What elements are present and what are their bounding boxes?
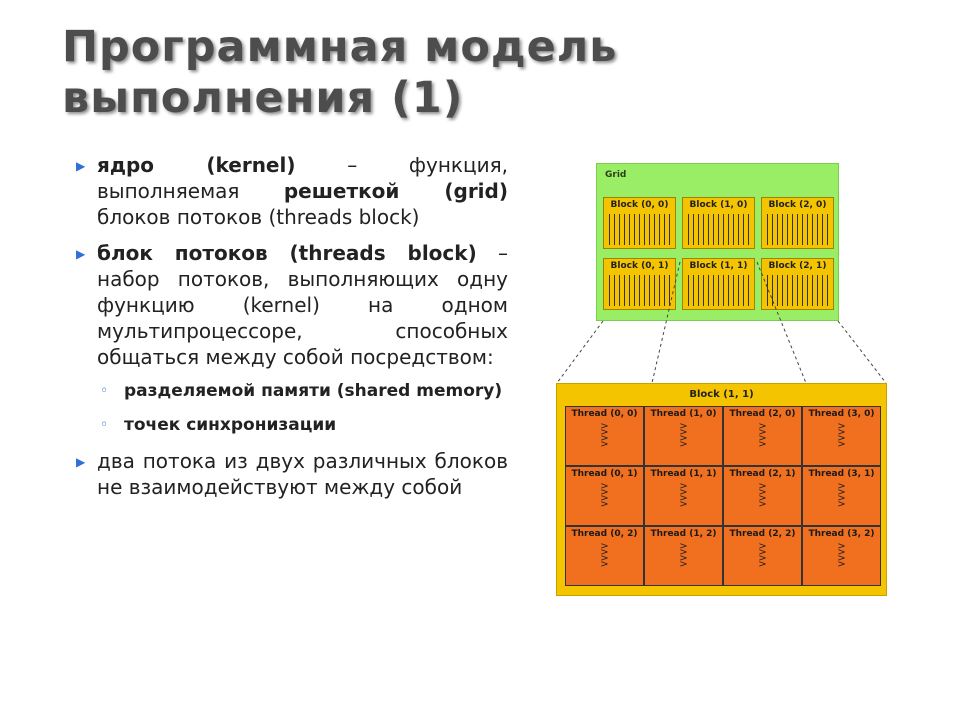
thread-label: Thread (2, 2)	[729, 529, 796, 539]
triangle-bullet-icon: ▶	[76, 159, 86, 173]
thread-zigzag-icon: >>>>	[679, 541, 688, 570]
bullet-text-bold: решеткой (grid)	[283, 179, 508, 203]
bullet-text: два потока из двух различных блоков не в…	[97, 449, 508, 499]
triangle-bullet-icon: ▶	[76, 455, 86, 469]
threads-zigzag-icon	[609, 275, 670, 306]
bullet-text: – функция, выполняемая	[97, 153, 508, 203]
block-detail-label: Block (1, 1)	[689, 389, 754, 400]
block-detail-diagram: Block (1, 1) Thread (0, 0) >>>> Thread (1…	[556, 383, 887, 596]
grid-block: Block (1, 0)	[682, 197, 755, 249]
grid-block-highlighted: Block (1, 1)	[682, 258, 755, 310]
sub-bullet-shared-memory: ◦ разделяемой памяти (shared memory)	[74, 380, 508, 402]
thread-cell: Thread (0, 0) >>>>	[565, 406, 644, 466]
thread-zigzag-icon: >>>>	[837, 421, 846, 450]
thread-label: Thread (2, 1)	[729, 469, 796, 479]
grid-block: Block (0, 1)	[603, 258, 676, 310]
thread-zigzag-icon: >>>>	[837, 481, 846, 510]
grid-diagram: Grid Block (0, 0) Block (1, 0) Block (2,…	[596, 163, 839, 321]
thread-label: Thread (1, 2)	[650, 529, 717, 539]
thread-label: Thread (0, 0)	[571, 409, 638, 419]
thread-cell: Thread (0, 2) >>>>	[565, 526, 644, 586]
thread-label: Thread (3, 0)	[808, 409, 875, 419]
threads-zigzag-icon	[767, 275, 828, 306]
thread-cell: Thread (2, 2) >>>>	[723, 526, 802, 586]
thread-zigzag-icon: >>>>	[600, 421, 609, 450]
thread-cell: Thread (3, 2) >>>>	[802, 526, 881, 586]
bullet-text: – набор потоков, выполняющих одну функци…	[97, 241, 508, 369]
thread-zigzag-icon: >>>>	[679, 481, 688, 510]
sub-bullet-sync-points: ◦ точек синхронизации	[74, 414, 508, 436]
ring-bullet-icon: ◦	[100, 383, 109, 399]
thread-cell: Thread (3, 0) >>>>	[802, 406, 881, 466]
thread-label: Thread (2, 0)	[729, 409, 796, 419]
thread-cell: Thread (1, 0) >>>>	[644, 406, 723, 466]
sub-bullet-text: точек синхронизации	[124, 415, 337, 435]
bullet-kernel: ▶ ядро (kernel) – функция, выполняемая р…	[74, 152, 508, 230]
grid-block: Block (2, 0)	[761, 197, 834, 249]
threads-zigzag-icon	[609, 214, 670, 245]
grid-label: Grid	[605, 170, 627, 180]
grid-block: Block (0, 0)	[603, 197, 676, 249]
triangle-bullet-icon: ▶	[76, 247, 86, 261]
grid-block-label: Block (2, 0)	[768, 200, 827, 210]
thread-label: Thread (0, 1)	[571, 469, 638, 479]
thread-zigzag-icon: >>>>	[758, 421, 767, 450]
grid-block-label: Block (2, 1)	[768, 261, 827, 271]
thread-label: Thread (1, 1)	[650, 469, 717, 479]
thread-cell: Thread (2, 0) >>>>	[723, 406, 802, 466]
thread-zigzag-icon: >>>>	[600, 541, 609, 570]
threads-zigzag-icon	[688, 275, 749, 306]
thread-cell: Thread (3, 1) >>>>	[802, 466, 881, 526]
thread-label: Thread (3, 1)	[808, 469, 875, 479]
thread-zigzag-icon: >>>>	[679, 421, 688, 450]
thread-cell: Thread (2, 1) >>>>	[723, 466, 802, 526]
thread-label: Thread (1, 0)	[650, 409, 717, 419]
bullet-no-interaction: ▶ два потока из двух различных блоков не…	[74, 448, 508, 500]
thread-zigzag-icon: >>>>	[837, 541, 846, 570]
thread-zigzag-icon: >>>>	[600, 481, 609, 510]
bullet-threads-block: ▶ блок потоков (threads block) – набор п…	[74, 240, 508, 370]
grid-block-label: Block (1, 1)	[689, 261, 748, 271]
thread-cell: Thread (1, 2) >>>>	[644, 526, 723, 586]
thread-label: Thread (3, 2)	[808, 529, 875, 539]
grid-block: Block (2, 1)	[761, 258, 834, 310]
thread-zigzag-icon: >>>>	[758, 481, 767, 510]
bullet-text: блоков потоков (threads block)	[97, 205, 420, 229]
threads-zigzag-icon	[767, 214, 828, 245]
ring-bullet-icon: ◦	[100, 417, 109, 433]
bullet-text-bold: ядро (kernel)	[97, 153, 296, 177]
threads-zigzag-icon	[688, 214, 749, 245]
thread-label: Thread (0, 2)	[571, 529, 638, 539]
thread-zigzag-icon: >>>>	[758, 541, 767, 570]
slide-content: ▶ ядро (kernel) – функция, выполняемая р…	[74, 152, 508, 510]
grid-block-label: Block (1, 0)	[689, 200, 748, 210]
grid-block-label: Block (0, 0)	[610, 200, 669, 210]
sub-bullet-text: разделяемой памяти (shared memory)	[124, 381, 503, 401]
slide-title: Программная модель выполнения (1)	[62, 22, 618, 123]
bullet-text-bold: блок потоков (threads block)	[97, 241, 477, 265]
thread-cell: Thread (1, 1) >>>>	[644, 466, 723, 526]
thread-cell: Thread (0, 1) >>>>	[565, 466, 644, 526]
grid-block-label: Block (0, 1)	[610, 261, 669, 271]
